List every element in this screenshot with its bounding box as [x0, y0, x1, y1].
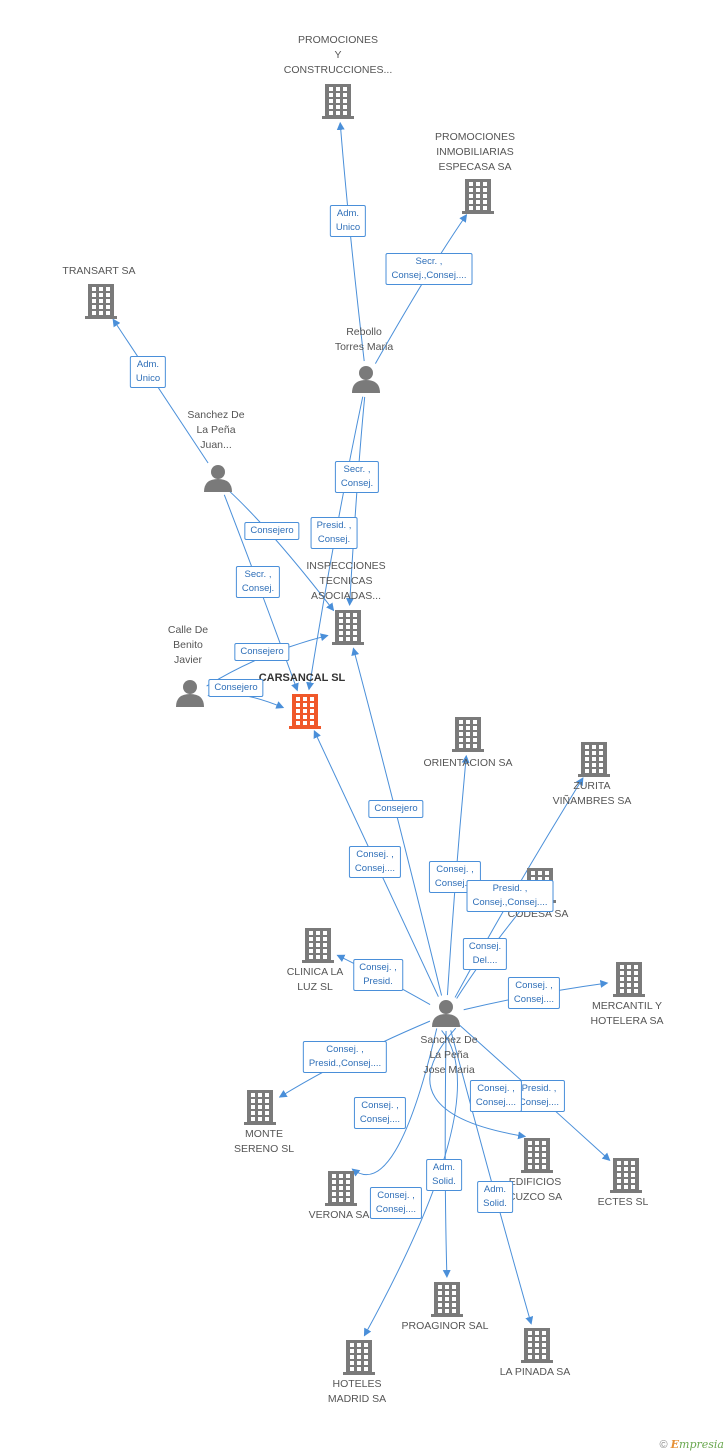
relation-label[interactable]: Adm. Solid. — [477, 1181, 513, 1213]
relation-label[interactable]: Secr. , Consej. — [235, 566, 281, 598]
relation-label[interactable]: Consej. Del.... — [462, 938, 508, 970]
building-icon[interactable] — [521, 1328, 553, 1363]
building-icon-focus[interactable] — [289, 694, 321, 729]
relation-label[interactable]: Secr. , Consej. — [334, 461, 380, 493]
node-label-calle[interactable]: Calle De Benito Javier — [167, 624, 209, 666]
footer-brand: © Empresia — [659, 1438, 724, 1451]
building-icon[interactable] — [322, 84, 354, 119]
building-icon[interactable] — [85, 284, 117, 319]
edge-sanchez_jose-edificios — [429, 1027, 527, 1140]
relation-label[interactable]: Consejero — [244, 522, 300, 540]
empresia-logo: Empresia — [671, 1438, 724, 1451]
node-label-orientacion[interactable]: ORIENTACION SA — [423, 757, 513, 769]
relation-label[interactable]: Consejero — [208, 679, 264, 697]
relation-label[interactable]: Secr. , Consej.,Consej.... — [385, 253, 473, 285]
building-icon[interactable] — [343, 1340, 375, 1375]
node-label-promo_constr[interactable]: PROMOCIONES Y CONSTRUCCIONES... — [283, 34, 393, 76]
relation-label[interactable]: Consej. , Consej.... — [469, 1080, 523, 1112]
building-icon[interactable] — [610, 1158, 642, 1193]
relation-label[interactable]: Consej. , Consej.... — [507, 977, 561, 1009]
building-icon[interactable] — [431, 1282, 463, 1317]
node-label-inspecciones[interactable]: INSPECCIONES TECNICAS ASOCIADAS... — [306, 560, 386, 602]
relation-label[interactable]: Consej. , Consej.... — [428, 861, 482, 893]
relation-label[interactable]: Consej. , Consej.... — [369, 1187, 423, 1219]
node-label-proaginor[interactable]: PROAGINOR SAL — [401, 1320, 489, 1332]
node-label-hoteles[interactable]: HOTELES MADRID SA — [327, 1378, 387, 1405]
node-label-zurita[interactable]: ZURITA VIÑAMBRES SA — [552, 780, 632, 807]
relation-label[interactable]: Consej. , Presid.,Consej.... — [302, 1041, 388, 1073]
node-label-sanchez_juan[interactable]: Sanchez De La Peña Juan... — [187, 409, 245, 451]
edge-sanchez_jose-inspecciones — [351, 647, 443, 996]
building-icon[interactable] — [613, 962, 645, 997]
node-label-sanchez_jose[interactable]: Sanchez De La Peña Jose Maria — [420, 1034, 478, 1076]
icons-layer — [85, 84, 645, 1375]
building-icon[interactable] — [332, 610, 364, 645]
node-label-ectes[interactable]: ECTES SL — [597, 1196, 649, 1208]
building-icon[interactable] — [578, 742, 610, 777]
relation-label[interactable]: Consej. , Consej.... — [348, 846, 402, 878]
building-icon[interactable] — [521, 1138, 553, 1173]
relation-label[interactable]: Adm. Unico — [129, 356, 167, 388]
relation-label[interactable]: Presid. , Consej. — [310, 517, 358, 549]
node-label-monte[interactable]: MONTE SERENO SL — [233, 1128, 295, 1155]
person-icon[interactable] — [204, 465, 232, 492]
copyright-symbol: © — [659, 1439, 668, 1451]
edge-sanchez_jose-verona — [351, 1028, 438, 1177]
relation-label[interactable]: Presid. , Consej.,Consej.... — [466, 880, 554, 912]
building-icon[interactable] — [462, 179, 494, 214]
logo-initial: E — [670, 1438, 680, 1451]
person-icon[interactable] — [432, 1000, 460, 1027]
node-label-carsancal[interactable]: CARSANCAL SL — [258, 672, 346, 684]
relation-label[interactable]: Adm. Solid. — [426, 1159, 462, 1191]
relation-label[interactable]: Consejero — [234, 643, 290, 661]
building-icon[interactable] — [244, 1090, 276, 1125]
edge-sanchez_jose-hoteles — [363, 1030, 458, 1337]
building-icon[interactable] — [325, 1171, 357, 1206]
node-label-transart[interactable]: TRANSART SA — [62, 265, 136, 277]
relation-label[interactable]: Adm. Unico — [329, 205, 367, 237]
edge-sanchez_juan-inspecciones — [229, 491, 335, 612]
building-icon[interactable] — [452, 717, 484, 752]
node-label-rebollo[interactable]: Rebollo Torres Maria — [334, 326, 394, 353]
person-icon[interactable] — [352, 366, 380, 393]
node-label-promo_inmob[interactable]: PROMOCIONES INMOBILIARIAS ESPECASA SA — [435, 131, 515, 173]
node-label-clinica[interactable]: CLINICA LA LUZ SL — [286, 966, 344, 993]
node-label-lapinada[interactable]: LA PINADA SA — [499, 1366, 571, 1378]
relation-label[interactable]: Consej. , Consej.... — [353, 1097, 407, 1129]
person-icon[interactable] — [176, 680, 204, 707]
node-label-verona[interactable]: VERONA SA — [308, 1209, 370, 1221]
relation-label[interactable]: Consej. , Presid. — [353, 959, 403, 991]
node-label-edificios[interactable]: EDIFICIOS CUZCO SA — [507, 1176, 563, 1203]
logo-rest: mpresia — [679, 1438, 724, 1451]
node-label-mercantil[interactable]: MERCANTIL Y HOTELERA SA — [590, 1000, 664, 1027]
relation-label[interactable]: Consejero — [368, 800, 424, 818]
building-icon[interactable] — [302, 928, 334, 963]
